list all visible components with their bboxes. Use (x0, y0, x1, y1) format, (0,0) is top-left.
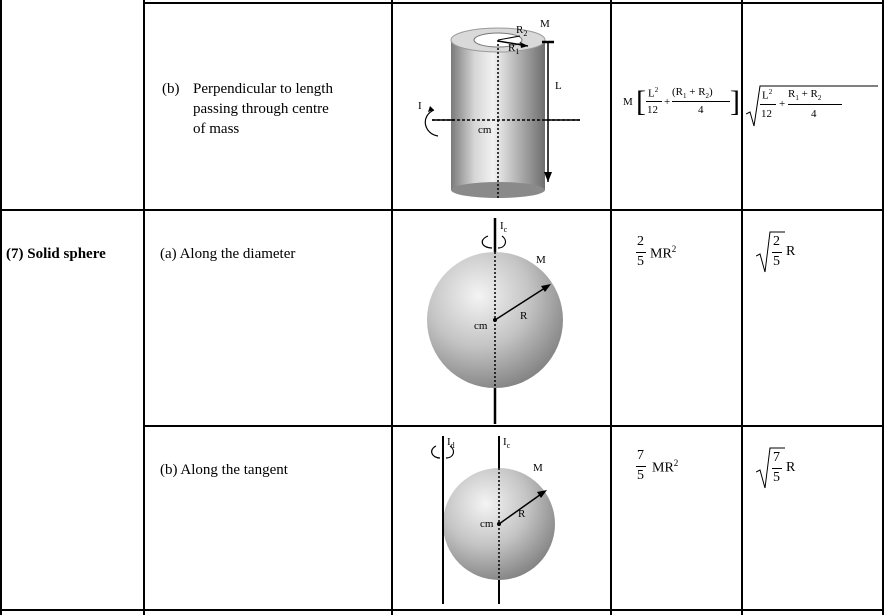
table-column-divider-2 (391, 0, 393, 615)
axis-label: (b) Along the tangent (160, 462, 288, 478)
sphere (443, 468, 555, 580)
table-row-divider-1 (0, 209, 884, 211)
cylinder-body (451, 40, 545, 190)
radius-of-gyration-formula: 7 5 R (756, 446, 816, 490)
table-border-right (882, 0, 884, 615)
cylinder-top (450, 27, 546, 53)
table-row-divider-top (143, 2, 884, 4)
cylinder-bottom (451, 182, 545, 198)
moment-of-inertia-formula: 2 5 MR2 (636, 234, 677, 269)
sphere (427, 252, 563, 388)
fig-label-id: Id (447, 436, 455, 451)
axis-label-line: passing through centre (193, 101, 329, 117)
fig-label-r1: R1 (508, 42, 520, 57)
fig-label-mass: M (540, 18, 550, 30)
fig-label-length: L (555, 80, 562, 92)
table-border-left (0, 0, 2, 615)
fig-label-radius: R (520, 310, 528, 322)
fig-label-mass: M (533, 462, 543, 474)
fig-label-ic: Ic (503, 436, 511, 451)
fig-label-r2: R2 (516, 24, 528, 39)
table-border-bottom (0, 609, 884, 611)
axis-label: (a) Along the diameter (160, 246, 296, 262)
table-column-divider-4 (741, 0, 743, 615)
radius-of-gyration-formula: 2 5 R (756, 230, 816, 274)
table-row-divider-2 (143, 425, 884, 427)
body-name: (7) Solid sphere (6, 246, 106, 262)
moment-of-inertia-formula: M [ L2 12 + (R1 + R2) 4 ] (623, 85, 740, 118)
fig-label-cm: cm (474, 320, 488, 332)
table-column-divider-3 (610, 0, 612, 615)
fig-label-radius: R (518, 508, 526, 520)
moment-of-inertia-formula: 7 5 MR2 (636, 448, 679, 483)
fig-label-cm: cm (478, 124, 492, 136)
table-column-divider-1 (143, 0, 145, 615)
fig-label-cm: cm (480, 518, 494, 530)
axis-label-line: of mass (193, 121, 240, 137)
radius-of-gyration-formula: L2 12 + R1 + R2 4 (746, 84, 880, 128)
axis-label-prefix: (b) (162, 81, 180, 97)
fig-label-mass: M (536, 254, 546, 266)
fig-label-inertia: I (418, 100, 422, 112)
fig-label-ic: Ic (500, 220, 508, 235)
axis-label-line: Perpendicular to length (193, 81, 333, 97)
